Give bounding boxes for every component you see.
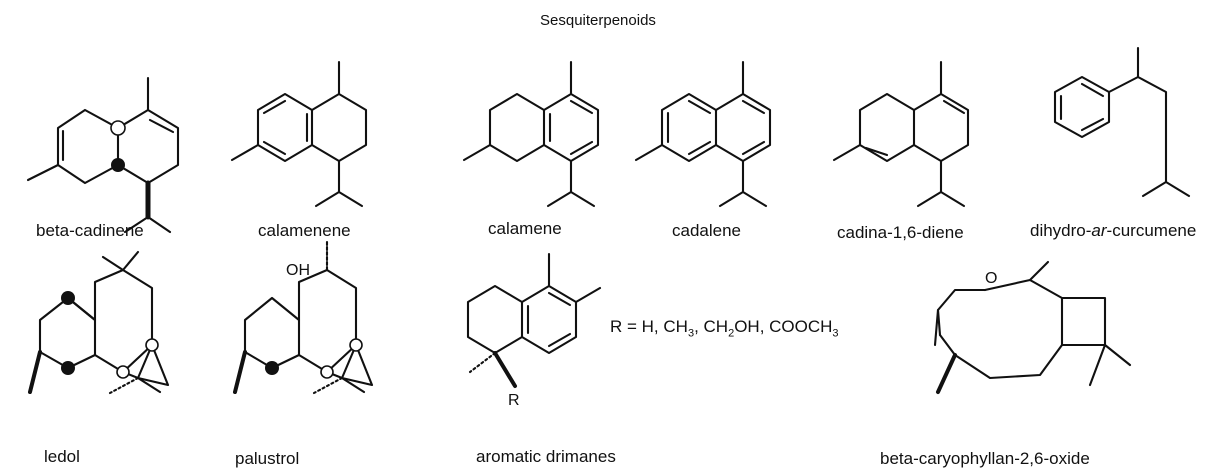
hydroxyl-label: OH xyxy=(286,262,310,279)
figure-title: Sesquiterpenoids xyxy=(540,12,656,29)
label-ledol: ledol xyxy=(44,447,80,466)
label-cadina-diene: cadina-1,6-diene xyxy=(837,223,964,242)
r-group-label: R xyxy=(508,392,520,409)
structure-dihydro-ar-curcumene xyxy=(1053,46,1191,198)
structure-cadina-diene xyxy=(832,60,970,208)
structure-ledol xyxy=(28,250,170,395)
label-calamenene: calamenene xyxy=(258,221,351,240)
r-sub3: 3 xyxy=(832,327,839,340)
r-prefix: R = H, CH xyxy=(610,317,688,336)
label-dihydro-ar-curcumene: dihydro-ar-curcumene xyxy=(1030,222,1196,239)
label-calamene: calamene xyxy=(488,219,562,238)
label-curcumene-suffix: -curcumene xyxy=(1106,221,1197,240)
structure-cadalene xyxy=(634,60,772,208)
structure-calamene xyxy=(462,60,600,208)
label-curcumene-prefix: dihydro- xyxy=(1030,221,1092,240)
label-cadalene: cadalene xyxy=(672,221,742,240)
label-caryophyllan-oxide: beta-caryophyllan-2,6-oxide xyxy=(880,449,1090,468)
r-mid1: , CH xyxy=(694,317,729,336)
structure-calamenene xyxy=(230,60,368,208)
structure-palustrol xyxy=(233,238,374,395)
r-sub2: 2 xyxy=(728,327,735,340)
oxygen-label: O xyxy=(985,270,997,287)
structure-beta-cadinene xyxy=(26,76,180,234)
drimane-r-groups: R = H, CH3, CH2OH, COOCH3 xyxy=(610,318,839,339)
structure-caryophyllan-oxide xyxy=(933,260,1132,394)
label-beta-cadinene: beta-cadinene xyxy=(36,221,144,240)
label-palustrol: palustrol xyxy=(235,449,300,468)
structure-aromatic-drimanes xyxy=(466,252,602,388)
label-aromatic-drimanes: aromatic drimanes xyxy=(476,447,616,466)
r-sub1: 3 xyxy=(687,327,695,340)
label-curcumene-ar: ar xyxy=(1091,221,1107,240)
r-mid2: OH, COOCH xyxy=(734,317,833,336)
